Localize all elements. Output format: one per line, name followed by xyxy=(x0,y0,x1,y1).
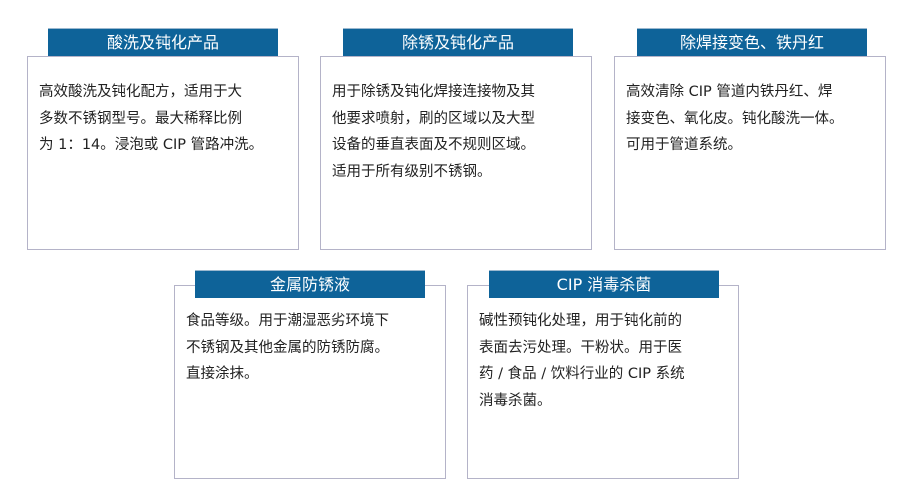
desc-line: 接变色、氧化皮。钝化酸洗一体。 xyxy=(626,110,844,127)
card-title-weld-discoloration: 除焊接变色、铁丹红 xyxy=(637,28,867,56)
desc-line: 消毒杀菌。 xyxy=(479,392,552,409)
product-card-cip-disinfection: 碱性预钝化处理，用于钝化前的表面去污处理。干粉状。用于医药 / 食品 / 饮料行… xyxy=(467,285,739,479)
card-title-rust-removal: 除锈及钝化产品 xyxy=(343,28,573,56)
desc-line: 用于除锈及钝化焊接连接物及其 xyxy=(332,84,535,100)
desc-line: 可用于管道系统。 xyxy=(626,137,742,153)
card-title-pickling: 酸洗及钝化产品 xyxy=(48,28,278,56)
card-title-rust-preventive: 金属防锈液 xyxy=(195,270,425,298)
desc-line: 适用于所有级别不锈钢。 xyxy=(332,163,492,180)
desc-line: 药 / 食品 / 饮料行业的 CIP 系统 xyxy=(479,366,685,382)
desc-line: 为 1：14。浸泡或 CIP 管路冲洗。 xyxy=(39,137,264,153)
product-card-rust-removal: 用于除锈及钝化焊接连接物及其他要求喷射，刷的区域以及大型设备的垂直表面及不规则区… xyxy=(320,56,592,250)
product-card-pickling: 高效酸洗及钝化配方，适用于大多数不锈钢型号。最大稀释比例为 1：14。浸泡或 C… xyxy=(27,56,299,250)
desc-line: 他要求喷射，刷的区域以及大型 xyxy=(332,110,535,127)
desc-line: 高效酸洗及钝化配方，适用于大 xyxy=(39,84,242,100)
desc-line: 食品等级。用于潮湿恶劣环境下 xyxy=(186,313,389,329)
desc-line: 碱性预钝化处理，用于钝化前的 xyxy=(479,313,682,329)
desc-line: 设备的垂直表面及不规则区域。 xyxy=(332,137,535,153)
desc-line: 高效清除 CIP 管道内铁丹红、焊 xyxy=(626,84,833,100)
desc-line: 不锈钢及其他金属的防锈防腐。 xyxy=(186,339,389,356)
product-card-rust-preventive: 食品等级。用于潮湿恶劣环境下不锈钢及其他金属的防锈防腐。直接涂抹。 xyxy=(174,285,446,479)
desc-line: 表面去污处理。干粉状。用于医 xyxy=(479,339,682,356)
desc-line: 多数不锈钢型号。最大稀释比例 xyxy=(39,110,242,127)
card-title-cip-disinfection: CIP 消毒杀菌 xyxy=(489,270,719,298)
desc-line: 直接涂抹。 xyxy=(186,366,259,382)
product-card-weld-discoloration: 高效清除 CIP 管道内铁丹红、焊接变色、氧化皮。钝化酸洗一体。可用于管道系统。 xyxy=(614,56,886,250)
